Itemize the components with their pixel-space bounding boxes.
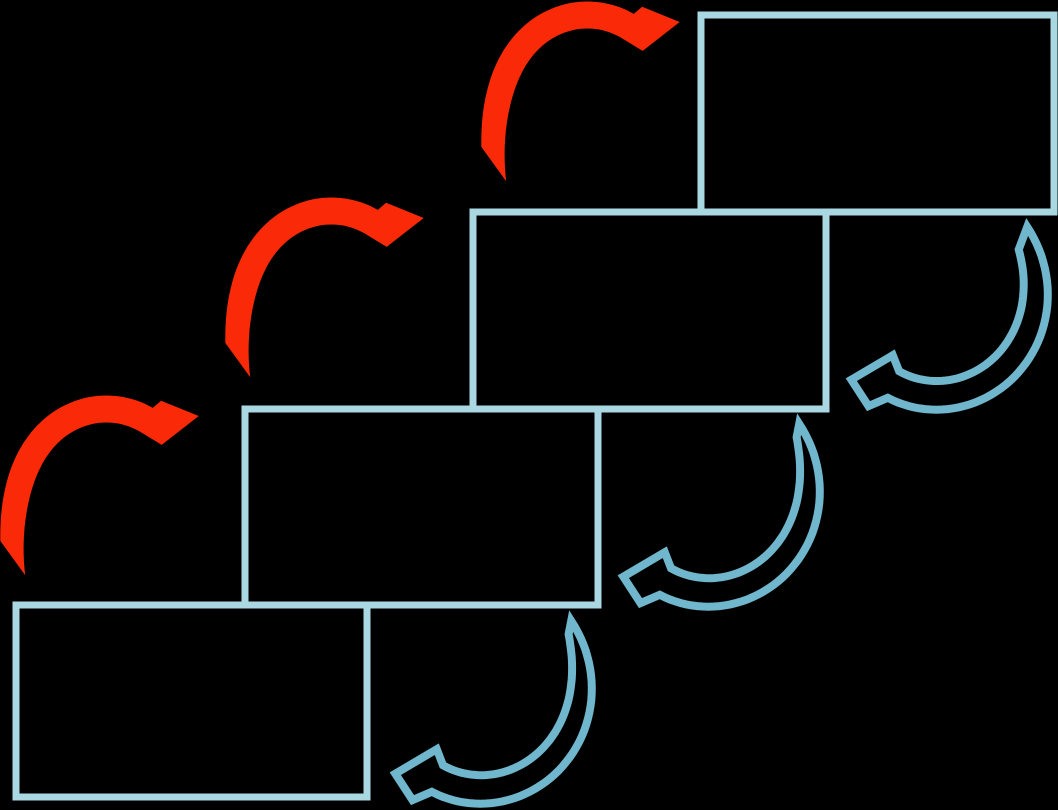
step-box-4: [697, 11, 1058, 216]
down-cycle-arrow-icon-2: [617, 413, 824, 611]
step-box-3: [469, 208, 830, 413]
step-box-1: [12, 601, 371, 801]
down-cycle-arrow-icon-1: [389, 610, 596, 808]
step-box-2: [241, 405, 602, 609]
up-cycle-arrow-icon-2: [225, 197, 424, 378]
down-cycle-arrow-icon-3: [845, 217, 1052, 414]
up-cycle-arrow-icon-3: [481, 1, 680, 182]
up-cycle-arrow-icon-1: [0, 395, 199, 576]
